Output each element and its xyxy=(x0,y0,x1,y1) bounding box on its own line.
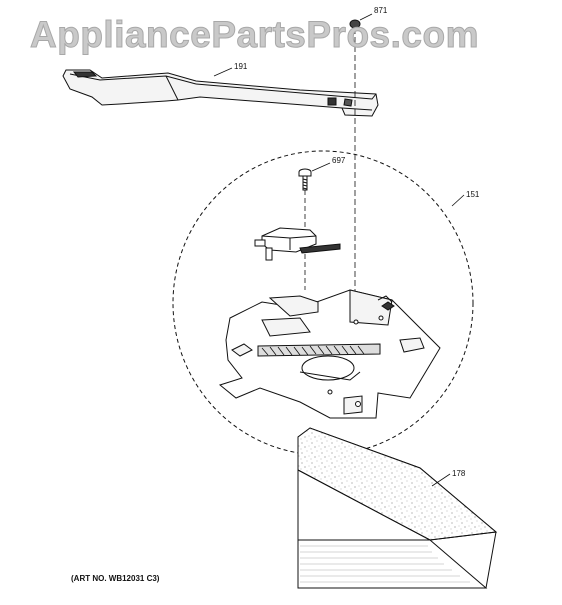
leader-lines xyxy=(213,13,465,487)
latch-mechanism xyxy=(218,289,441,419)
part-number-178: 178 xyxy=(452,469,466,478)
rivet-871 xyxy=(349,19,361,330)
assembly-outline-151 xyxy=(172,150,474,456)
art-number: (ART NO. WB12031 C3) xyxy=(71,574,160,583)
part-number-697: 697 xyxy=(332,156,346,165)
part-number-151: 151 xyxy=(466,190,480,199)
part-number-191: 191 xyxy=(234,62,248,71)
part-number-871: 871 xyxy=(374,6,388,15)
latch-handle-191 xyxy=(62,69,379,117)
insulation-block-178 xyxy=(297,427,498,589)
micro-switch xyxy=(254,227,341,261)
